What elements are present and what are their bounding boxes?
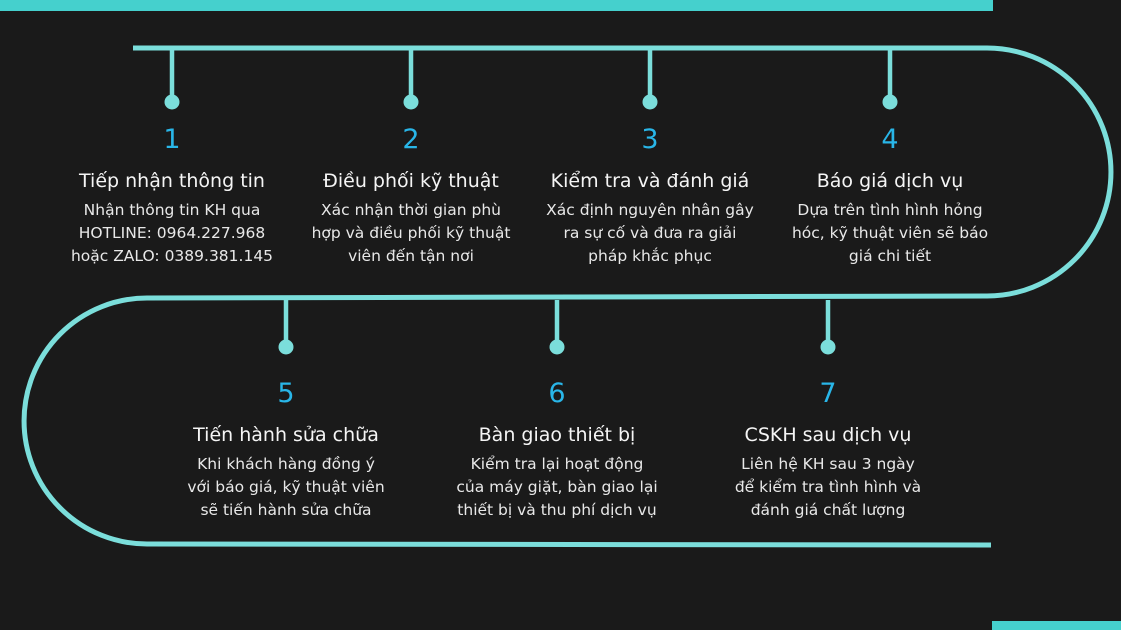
step-desc-line: đánh giá chất lượng xyxy=(750,501,906,520)
step-number-7: 7 xyxy=(819,378,837,409)
step-desc-line: để kiểm tra tình hình và xyxy=(734,478,922,497)
step-number-2: 2 xyxy=(402,124,420,155)
step-desc-line: Xác nhận thời gian phù xyxy=(321,201,501,220)
step-description-5: Khi khách hàng đồng ý với báo giá, kỹ th… xyxy=(166,453,406,522)
step-desc-line: hợp và điều phối kỹ thuật xyxy=(311,224,511,243)
step-desc-line: với báo giá, kỹ thuật viên xyxy=(187,478,385,497)
step-desc-line: Kiểm tra lại hoạt động xyxy=(470,455,644,474)
step-number-4: 4 xyxy=(881,124,899,155)
step-card-6[interactable]: 6 Bàn giao thiết bị Kiểm tra lại hoạt độ… xyxy=(437,380,677,522)
step-card-2[interactable]: 2 Điều phối kỹ thuật Xác nhận thời gian … xyxy=(291,126,531,268)
step-title-6: Bàn giao thiết bị xyxy=(478,424,636,446)
step-desc-line: Khi khách hàng đồng ý xyxy=(197,455,375,474)
step-desc-line: viên đến tận nơi xyxy=(348,247,474,266)
step-number-3: 3 xyxy=(641,124,659,155)
step-desc-line: thiết bị và thu phí dịch vụ xyxy=(457,501,657,520)
step-desc-line: HOTLINE: 0964.227.968 xyxy=(78,224,266,243)
step-description-7: Liên hệ KH sau 3 ngày để kiểm tra tình h… xyxy=(708,453,948,522)
step-description-4: Dựa trên tình hình hỏng hóc, kỹ thuật vi… xyxy=(770,199,1010,268)
step-desc-line: ra sự cố và đưa ra giải xyxy=(563,224,737,243)
node-dot-step-6 xyxy=(549,339,565,355)
step-card-5[interactable]: 5 Tiến hành sửa chữa Khi khách hàng đồng… xyxy=(166,380,406,522)
step-desc-line: Liên hệ KH sau 3 ngày xyxy=(741,455,915,474)
step-description-3: Xác định nguyên nhân gây ra sự cố và đưa… xyxy=(530,199,770,268)
step-card-1[interactable]: 1 Tiếp nhận thông tin Nhận thông tin KH … xyxy=(52,126,292,268)
step-desc-line: hoặc ZALO: 0389.381.145 xyxy=(70,247,274,266)
node-dot-step-5 xyxy=(278,339,294,355)
step-title-4: Báo giá dịch vụ xyxy=(816,170,964,192)
node-dot-step-4 xyxy=(882,94,898,110)
step-desc-line: giá chi tiết xyxy=(848,247,932,266)
step-card-7[interactable]: 7 CSKH sau dịch vụ Liên hệ KH sau 3 ngày… xyxy=(708,380,948,522)
step-card-4[interactable]: 4 Báo giá dịch vụ Dựa trên tình hình hỏn… xyxy=(770,126,1010,268)
step-number-5: 5 xyxy=(277,378,295,409)
step-title-2: Điều phối kỹ thuật xyxy=(323,170,499,192)
step-title-1: Tiếp nhận thông tin xyxy=(79,170,265,192)
step-description-6: Kiểm tra lại hoạt động của máy giặt, bàn… xyxy=(437,453,677,522)
step-description-2: Xác nhận thời gian phù hợp và điều phối … xyxy=(291,199,531,268)
step-desc-line: Xác định nguyên nhân gây xyxy=(546,201,754,220)
node-dot-step-2 xyxy=(403,94,419,110)
step-desc-line: hóc, kỹ thuật viên sẽ báo xyxy=(791,224,989,243)
step-desc-line: pháp khắc phục xyxy=(588,247,712,266)
step-desc-line: của máy giặt, bàn giao lại xyxy=(456,478,658,497)
step-desc-line: Nhận thông tin KH qua xyxy=(83,201,261,220)
node-dot-step-1 xyxy=(164,94,180,110)
accent-bar-bottom-right xyxy=(992,621,1121,630)
node-dot-step-3 xyxy=(642,94,658,110)
step-desc-line: Dựa trên tình hình hỏng xyxy=(797,201,983,220)
node-dot-step-7 xyxy=(820,339,836,355)
step-description-1: Nhận thông tin KH qua HOTLINE: 0964.227.… xyxy=(52,199,292,268)
step-title-5: Tiến hành sửa chữa xyxy=(193,424,379,446)
step-number-6: 6 xyxy=(548,378,566,409)
step-title-3: Kiểm tra và đánh giá xyxy=(550,170,750,192)
step-desc-line: sẽ tiến hành sửa chữa xyxy=(200,501,372,520)
accent-bar-top xyxy=(0,0,993,11)
step-number-1: 1 xyxy=(163,124,181,155)
step-title-7: CSKH sau dịch vụ xyxy=(744,424,912,446)
step-card-3[interactable]: 3 Kiểm tra và đánh giá Xác định nguyên n… xyxy=(530,126,770,268)
